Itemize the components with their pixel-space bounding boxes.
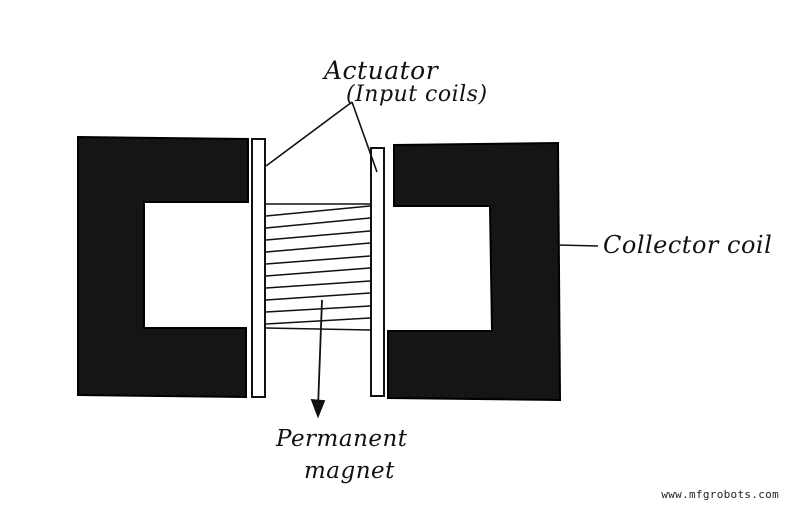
- left-actuator-plate: [251, 138, 266, 398]
- collector-coil-label: Collector coil: [603, 231, 773, 259]
- permanent-label: Permanent: [276, 426, 408, 452]
- right-actuator-plate: [370, 147, 385, 397]
- collector-leader-line: [557, 244, 599, 247]
- magnet-arrow: [310, 299, 326, 419]
- watermark: www.mfgrobots.com: [661, 488, 779, 501]
- magnet-label: magnet: [304, 458, 395, 484]
- actuator-leader-lines: [265, 101, 378, 173]
- input-coils-label: (Input coils): [346, 82, 488, 107]
- right-core: [387, 141, 562, 402]
- magnet-coil: [265, 203, 371, 331]
- left-core: [77, 135, 249, 399]
- actuator-label: Actuator: [324, 56, 439, 85]
